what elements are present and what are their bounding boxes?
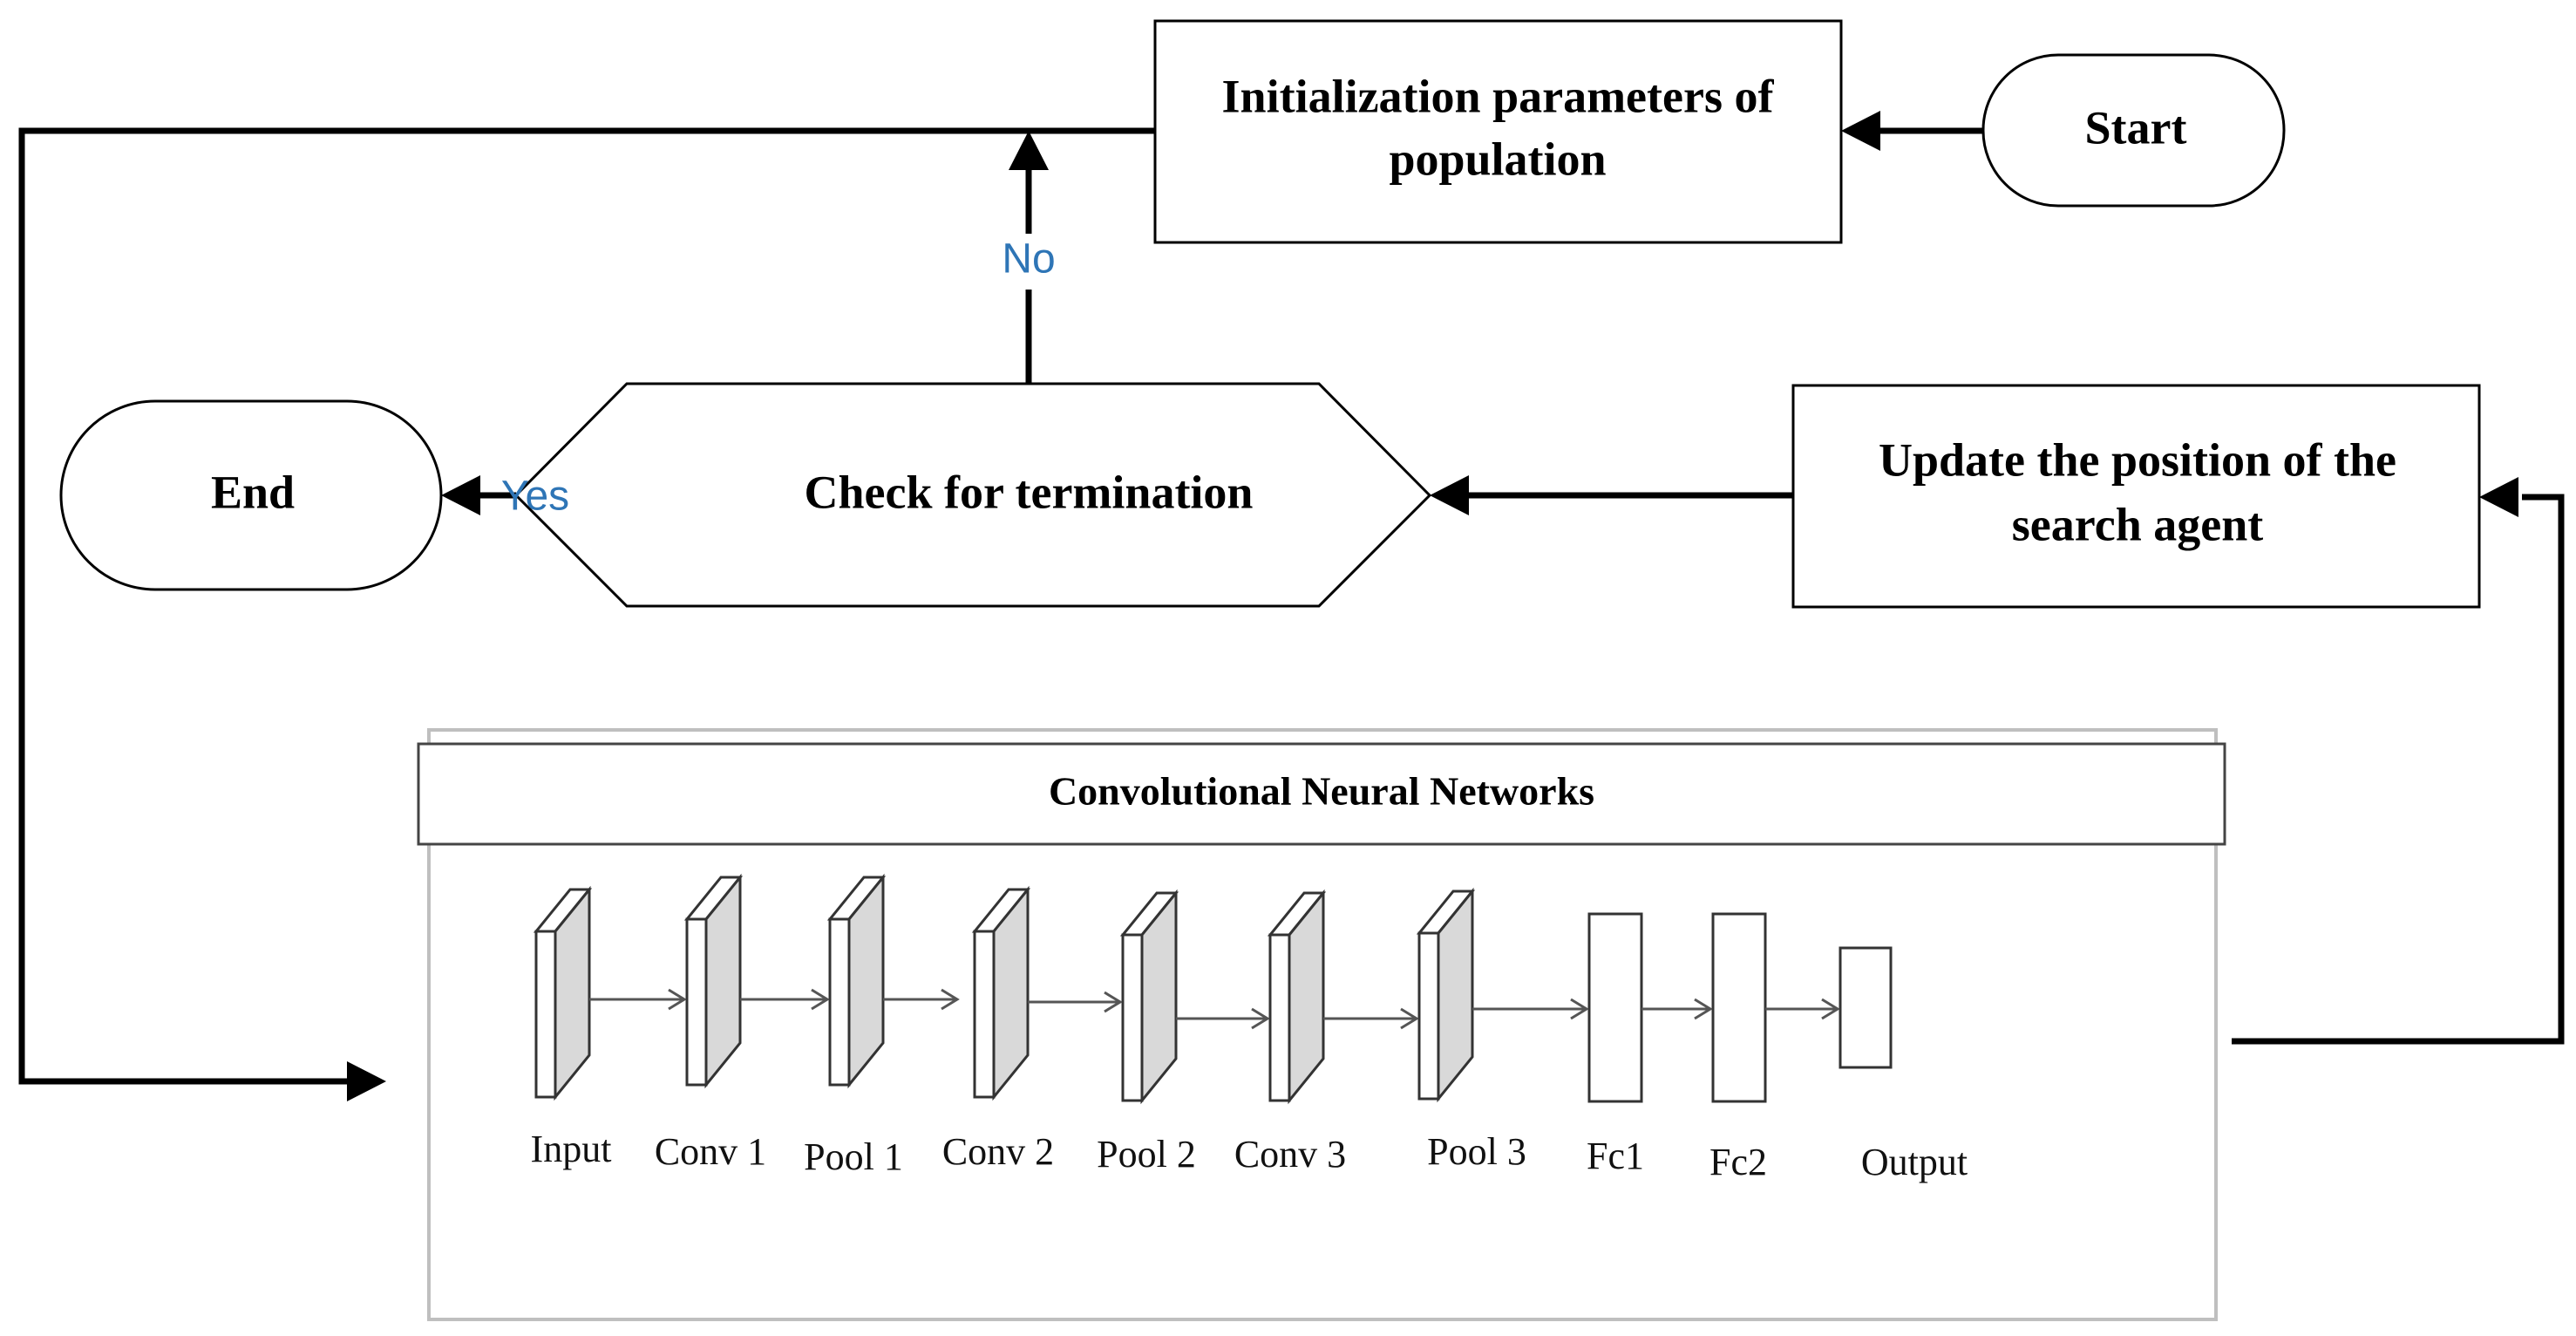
layer-fc1 xyxy=(1587,912,1643,1103)
edge-init-cnn xyxy=(18,127,1155,1085)
edge-cnn-update xyxy=(2232,494,2565,1045)
conn-input-conv1 xyxy=(589,988,687,1011)
arrowheads xyxy=(347,111,2518,1101)
update-node: Update the position of the search agent xyxy=(1791,384,2481,609)
update-label-line1: Update the position of the xyxy=(1879,433,2396,486)
layer-label: Conv 2 xyxy=(942,1130,1054,1173)
layer-pool2 xyxy=(1119,889,1179,1105)
start-node: Start xyxy=(1981,53,2286,208)
layer-label: Fc1 xyxy=(1587,1135,1644,1177)
update-label-line2: search agent xyxy=(2012,498,2263,550)
layer-label: Conv 3 xyxy=(1234,1133,1346,1176)
layer-conv3 xyxy=(1267,889,1327,1105)
conn-conv1-pool1 xyxy=(740,988,830,1011)
layer-pool2-front xyxy=(1121,933,1144,1102)
conn-fc1-fc2 xyxy=(1641,998,1713,1020)
no-label-bg xyxy=(994,234,1064,290)
start-label: Start xyxy=(2085,101,2187,153)
init-box xyxy=(1153,19,1843,244)
no-label: No xyxy=(1002,236,1055,283)
cnn-title: Convolutional Neural Networks xyxy=(1049,769,1594,814)
layer-output xyxy=(1839,946,1893,1069)
flow-connectors xyxy=(18,127,2565,1085)
end-label: End xyxy=(211,466,295,518)
layer-conv3-front xyxy=(1268,933,1291,1102)
layer-conv1-front xyxy=(685,917,708,1087)
layer-label: Pool 2 xyxy=(1097,1133,1196,1176)
layer-pool1-front xyxy=(828,917,851,1087)
arrowhead-into-update xyxy=(2479,477,2518,517)
cnn-panel: Convolutional Neural Networks xyxy=(417,728,2226,1321)
init-label-line1: Initialization parameters of xyxy=(1222,70,1775,122)
layer-label: Input xyxy=(531,1128,612,1170)
layer-label: Output xyxy=(1861,1141,1968,1183)
conn-pool3-fc1 xyxy=(1472,998,1589,1020)
check-node: Check for termination xyxy=(513,382,1432,608)
layer-label: Pool 1 xyxy=(804,1135,903,1178)
layer-pool1 xyxy=(826,873,887,1089)
layer-connectors xyxy=(589,988,1840,1030)
arrowhead-into-check xyxy=(1430,475,1469,515)
layer-input-front xyxy=(534,930,557,1099)
layer-conv1 xyxy=(683,873,744,1089)
conn-conv3-pool3 xyxy=(1323,1007,1419,1030)
layer-label: Conv 1 xyxy=(655,1130,766,1173)
conn-fc2-output xyxy=(1765,998,1840,1020)
init-label-line2: population xyxy=(1389,133,1606,185)
layer-pool3-front xyxy=(1417,931,1440,1101)
conn-conv2-pool2 xyxy=(1028,991,1123,1013)
layer-label: Pool 3 xyxy=(1427,1130,1526,1173)
conn-pool1-conv2 xyxy=(883,988,960,1011)
update-box xyxy=(1791,384,2481,609)
layer-input xyxy=(533,885,593,1101)
cnn-title-box xyxy=(417,742,2226,846)
arrowhead-into-init-line xyxy=(1009,131,1049,170)
arrowhead-into-cnn xyxy=(347,1061,386,1101)
layer-conv2-front xyxy=(973,930,996,1099)
check-label: Check for termination xyxy=(805,466,1254,518)
layer-label: Fc2 xyxy=(1709,1141,1767,1183)
arrowhead-into-init xyxy=(1841,111,1880,151)
end-node: End xyxy=(59,399,443,591)
layer-fc2 xyxy=(1711,912,1767,1103)
layer-pool3 xyxy=(1416,887,1476,1103)
yes-label: Yes xyxy=(501,474,569,520)
layer-conv2 xyxy=(971,885,1031,1101)
arrowhead-into-end xyxy=(441,475,480,515)
init-node: Initialization parameters of population xyxy=(1153,19,1843,244)
conn-pool2-conv3 xyxy=(1176,1007,1270,1030)
